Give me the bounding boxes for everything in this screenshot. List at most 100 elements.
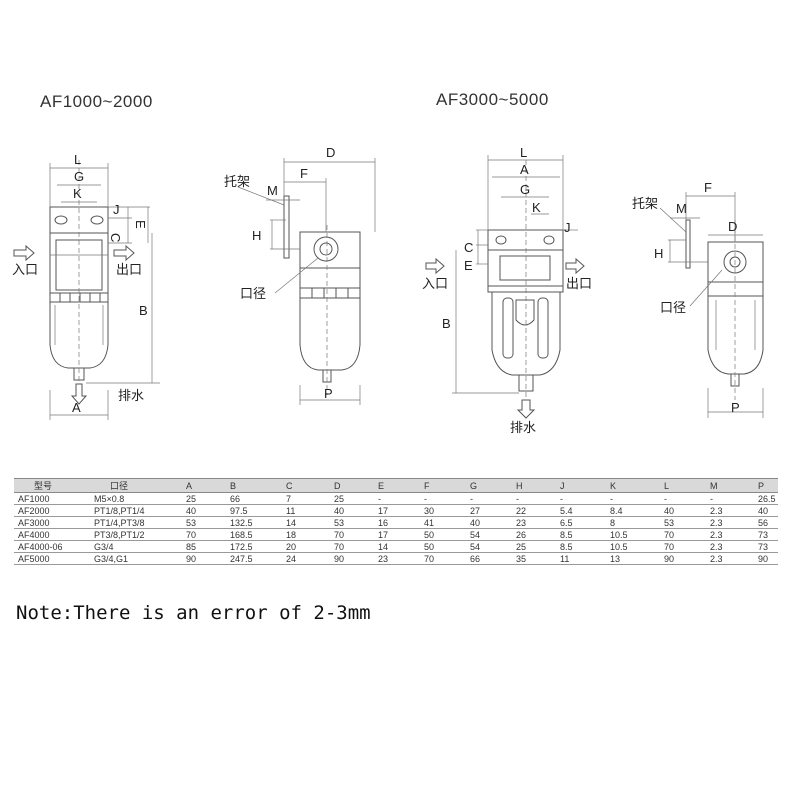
table-cell: G3/4,G1 (90, 552, 182, 565)
table-cell: 7 (282, 492, 330, 505)
drawing-af1000-side (237, 158, 376, 405)
outlet-label-1: 出口 (116, 262, 142, 277)
table-cell: 30 (420, 504, 466, 517)
table-cell: PT1/8,PT1/4 (90, 504, 182, 517)
table-cell: 17 (374, 504, 420, 517)
port-label-1: 口径 (240, 286, 266, 301)
dim-label-G1: G (74, 169, 84, 184)
table-cell: 24 (282, 552, 330, 565)
table-cell: 8.5 (556, 528, 606, 541)
table-cell: - (374, 492, 420, 505)
table-cell: 22 (512, 504, 556, 517)
dim-label-C3: C (464, 240, 473, 255)
table-cell: 6.5 (556, 516, 606, 529)
dim-label-H4: H (654, 246, 663, 261)
table-cell: 10.5 (606, 528, 660, 541)
inlet-label-2: 入口 (422, 276, 448, 291)
dim-label-K1: K (73, 186, 82, 201)
table-cell: PT1/4,PT3/8 (90, 516, 182, 529)
table-cell: 27 (466, 504, 512, 517)
col-header-P: P (754, 478, 778, 493)
dim-label-P4: P (731, 400, 740, 415)
drawing-af1000-front (13, 160, 160, 420)
drain-label-2: 排水 (510, 420, 536, 435)
table-cell: 90 (754, 552, 778, 565)
dim-label-G3: G (520, 182, 530, 197)
table-cell: 20 (282, 540, 330, 553)
col-header-K: K (606, 478, 660, 493)
col-header-B: B (226, 478, 282, 493)
dim-label-A1: A (72, 400, 81, 415)
dim-label-L3: L (520, 145, 527, 160)
drain-label-1: 排水 (118, 388, 144, 403)
col-header-G: G (466, 478, 512, 493)
col-header-F: F (420, 478, 466, 493)
drawing-af3000-front (425, 155, 585, 419)
dim-label-B3: B (442, 316, 451, 331)
title-af1000-2000: AF1000~2000 (40, 92, 153, 111)
table-cell: 11 (282, 504, 330, 517)
drawing-labels: L G K J C E B A 入口 出口 排水 D F M H 托架 口径 P… (12, 145, 740, 435)
dim-label-D2: D (326, 145, 335, 160)
table-cell: 18 (282, 528, 330, 541)
dim-label-P2: P (324, 386, 333, 401)
table-cell: 25 (512, 540, 556, 553)
dim-label-A3: A (520, 162, 529, 177)
table-cell: - (660, 492, 706, 505)
table-cell: 2.3 (706, 552, 754, 565)
dim-label-M4: M (676, 201, 687, 216)
dim-label-L1: L (74, 152, 81, 167)
table-cell: 13 (606, 552, 660, 565)
table-cell: - (706, 492, 754, 505)
table-cell: - (420, 492, 466, 505)
table-cell: 40 (330, 504, 374, 517)
col-header-model: 型号 (14, 478, 90, 493)
table-cell: 25 (182, 492, 226, 505)
table-cell: 26.5 (754, 492, 778, 505)
table-cell: 40 (660, 504, 706, 517)
bracket-label-1: 托架 (224, 174, 250, 189)
table-cell: 26 (512, 528, 556, 541)
table-cell: 70 (330, 540, 374, 553)
table-cell: 2.3 (706, 540, 754, 553)
table-cell: 41 (420, 516, 466, 529)
table-cell: AF2000 (14, 504, 90, 517)
table-cell: 90 (182, 552, 226, 565)
table-cell: 35 (512, 552, 556, 565)
table-cell: 66 (226, 492, 282, 505)
table-cell: 54 (466, 540, 512, 553)
table-cell: 70 (660, 528, 706, 541)
table-cell: - (606, 492, 660, 505)
table-cell: 247.5 (226, 552, 282, 565)
outlet-label-2: 出口 (566, 276, 592, 291)
bracket-label-2: 托架 (632, 196, 658, 211)
table-cell: 73 (754, 528, 778, 541)
table-cell: 70 (182, 528, 226, 541)
table-cell: 54 (466, 528, 512, 541)
table-cell: 53 (660, 516, 706, 529)
dim-label-E1: E (133, 220, 148, 229)
title-af3000-5000: AF3000~5000 (436, 90, 549, 109)
table-cell: 23 (512, 516, 556, 529)
table-cell: 16 (374, 516, 420, 529)
col-header-A: A (182, 478, 226, 493)
col-header-port: 口径 (90, 478, 182, 493)
dim-label-F4: F (704, 180, 712, 195)
dim-label-J1: J (113, 202, 120, 217)
col-header-C: C (282, 478, 330, 493)
table-cell: 2.3 (706, 504, 754, 517)
table-cell: 14 (374, 540, 420, 553)
table-cell: 17 (374, 528, 420, 541)
dim-label-K3: K (532, 200, 541, 215)
table-cell: 53 (182, 516, 226, 529)
table-cell: 168.5 (226, 528, 282, 541)
table-cell: AF3000 (14, 516, 90, 529)
dim-label-B1: B (139, 303, 148, 318)
dimension-drawings: L G K J C E B A 入口 出口 排水 D F M H 托架 口径 P… (12, 145, 764, 435)
inlet-label-1: 入口 (12, 262, 38, 277)
